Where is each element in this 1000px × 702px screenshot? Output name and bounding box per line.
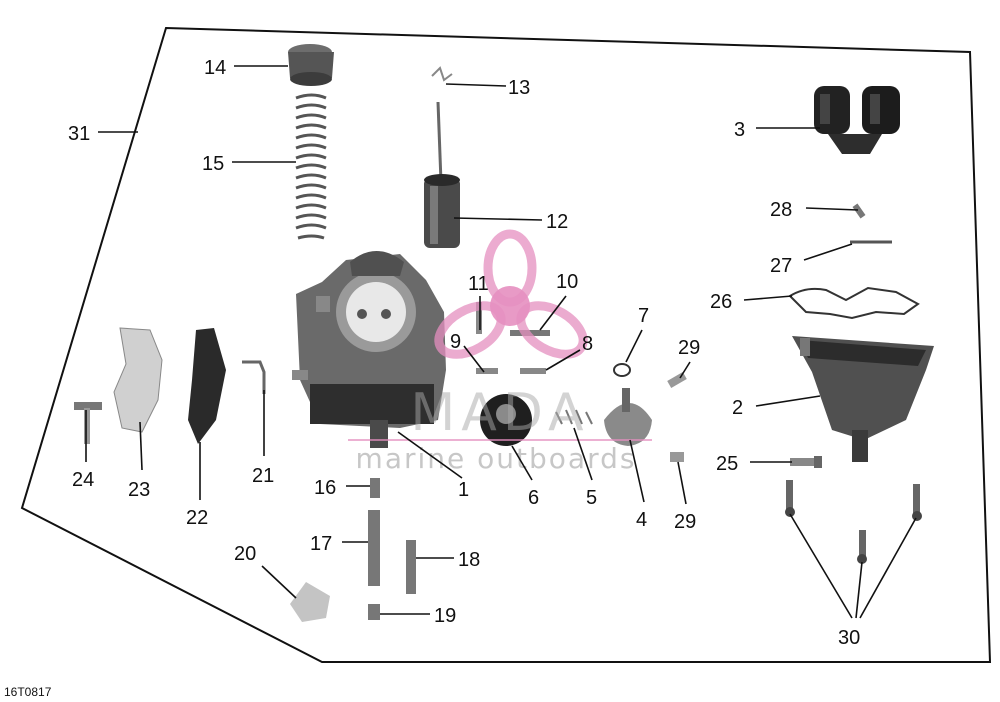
- callout-19: 19: [434, 605, 456, 627]
- part-carburetor-body: [292, 251, 446, 448]
- callout-3: 3: [734, 119, 745, 141]
- callout-30: 30: [838, 627, 860, 649]
- part-boots: [814, 86, 900, 154]
- part-o-ring: [613, 363, 631, 377]
- callout-9: 9: [450, 331, 461, 353]
- callout-6: 6: [528, 487, 539, 509]
- assembly-frame: [20, 26, 992, 663]
- part-bracket: [113, 327, 163, 433]
- callout-21: 21: [252, 465, 274, 487]
- part-chamber-cap: [480, 394, 532, 446]
- part-drain-screw: [790, 456, 822, 468]
- callout-18: 18: [458, 549, 480, 571]
- callout-15: 15: [202, 153, 224, 175]
- part-small-screw: [852, 203, 866, 219]
- callout-7: 7: [638, 305, 649, 327]
- watermark-title: MADA: [410, 383, 589, 443]
- callout-20: 20: [234, 543, 256, 565]
- part-spring-small: [555, 409, 593, 425]
- part-jets: [368, 478, 416, 620]
- part-spring: [295, 93, 327, 240]
- callout-31: 31: [68, 123, 90, 145]
- part-cover: [604, 388, 652, 446]
- part-float-bowl: [792, 336, 934, 462]
- part-arm: [242, 360, 266, 394]
- part-lever: [188, 328, 226, 444]
- callout-25: 25: [716, 453, 738, 475]
- part-gasket: [788, 286, 920, 320]
- callout-27: 27: [770, 255, 792, 277]
- part-plate: [290, 582, 330, 622]
- part-bowl-screws: [785, 480, 922, 564]
- part-cap: [288, 44, 334, 86]
- callout-10: 10: [556, 271, 578, 293]
- callout-12: 12: [546, 211, 568, 233]
- callout-22: 22: [186, 507, 208, 529]
- part-fittings: [667, 372, 687, 462]
- callout-26: 26: [710, 291, 732, 313]
- callout-1: 1: [458, 479, 469, 501]
- callout-23: 23: [128, 479, 150, 501]
- callout-2: 2: [732, 397, 743, 419]
- callout-13: 13: [508, 77, 530, 99]
- part-slide: [424, 174, 460, 248]
- callout-5: 5: [586, 487, 597, 509]
- callout-28: 28: [770, 199, 792, 221]
- part-screw-24: [74, 402, 102, 444]
- watermark-subtitle: marine outboards: [356, 442, 637, 475]
- callout-29a: 29: [678, 337, 700, 359]
- callout-labels: 1 2 3 4 5 6 7 8 9 10 11 12 13 14 15 16 1…: [68, 57, 860, 649]
- propeller-hub: [490, 286, 530, 326]
- callout-4: 4: [636, 509, 647, 531]
- part-needle: [431, 66, 453, 183]
- callout-14: 14: [204, 57, 226, 79]
- callout-16: 16: [314, 477, 336, 499]
- callout-11: 11: [468, 273, 489, 295]
- watermark: MADA marine outboards: [348, 229, 652, 475]
- callout-17: 17: [310, 533, 332, 555]
- diagram-code: 16T0817: [4, 685, 52, 699]
- leader-lines: [85, 65, 917, 619]
- callout-8: 8: [582, 333, 593, 355]
- callout-29b: 29: [674, 511, 696, 533]
- callout-24: 24: [72, 469, 94, 491]
